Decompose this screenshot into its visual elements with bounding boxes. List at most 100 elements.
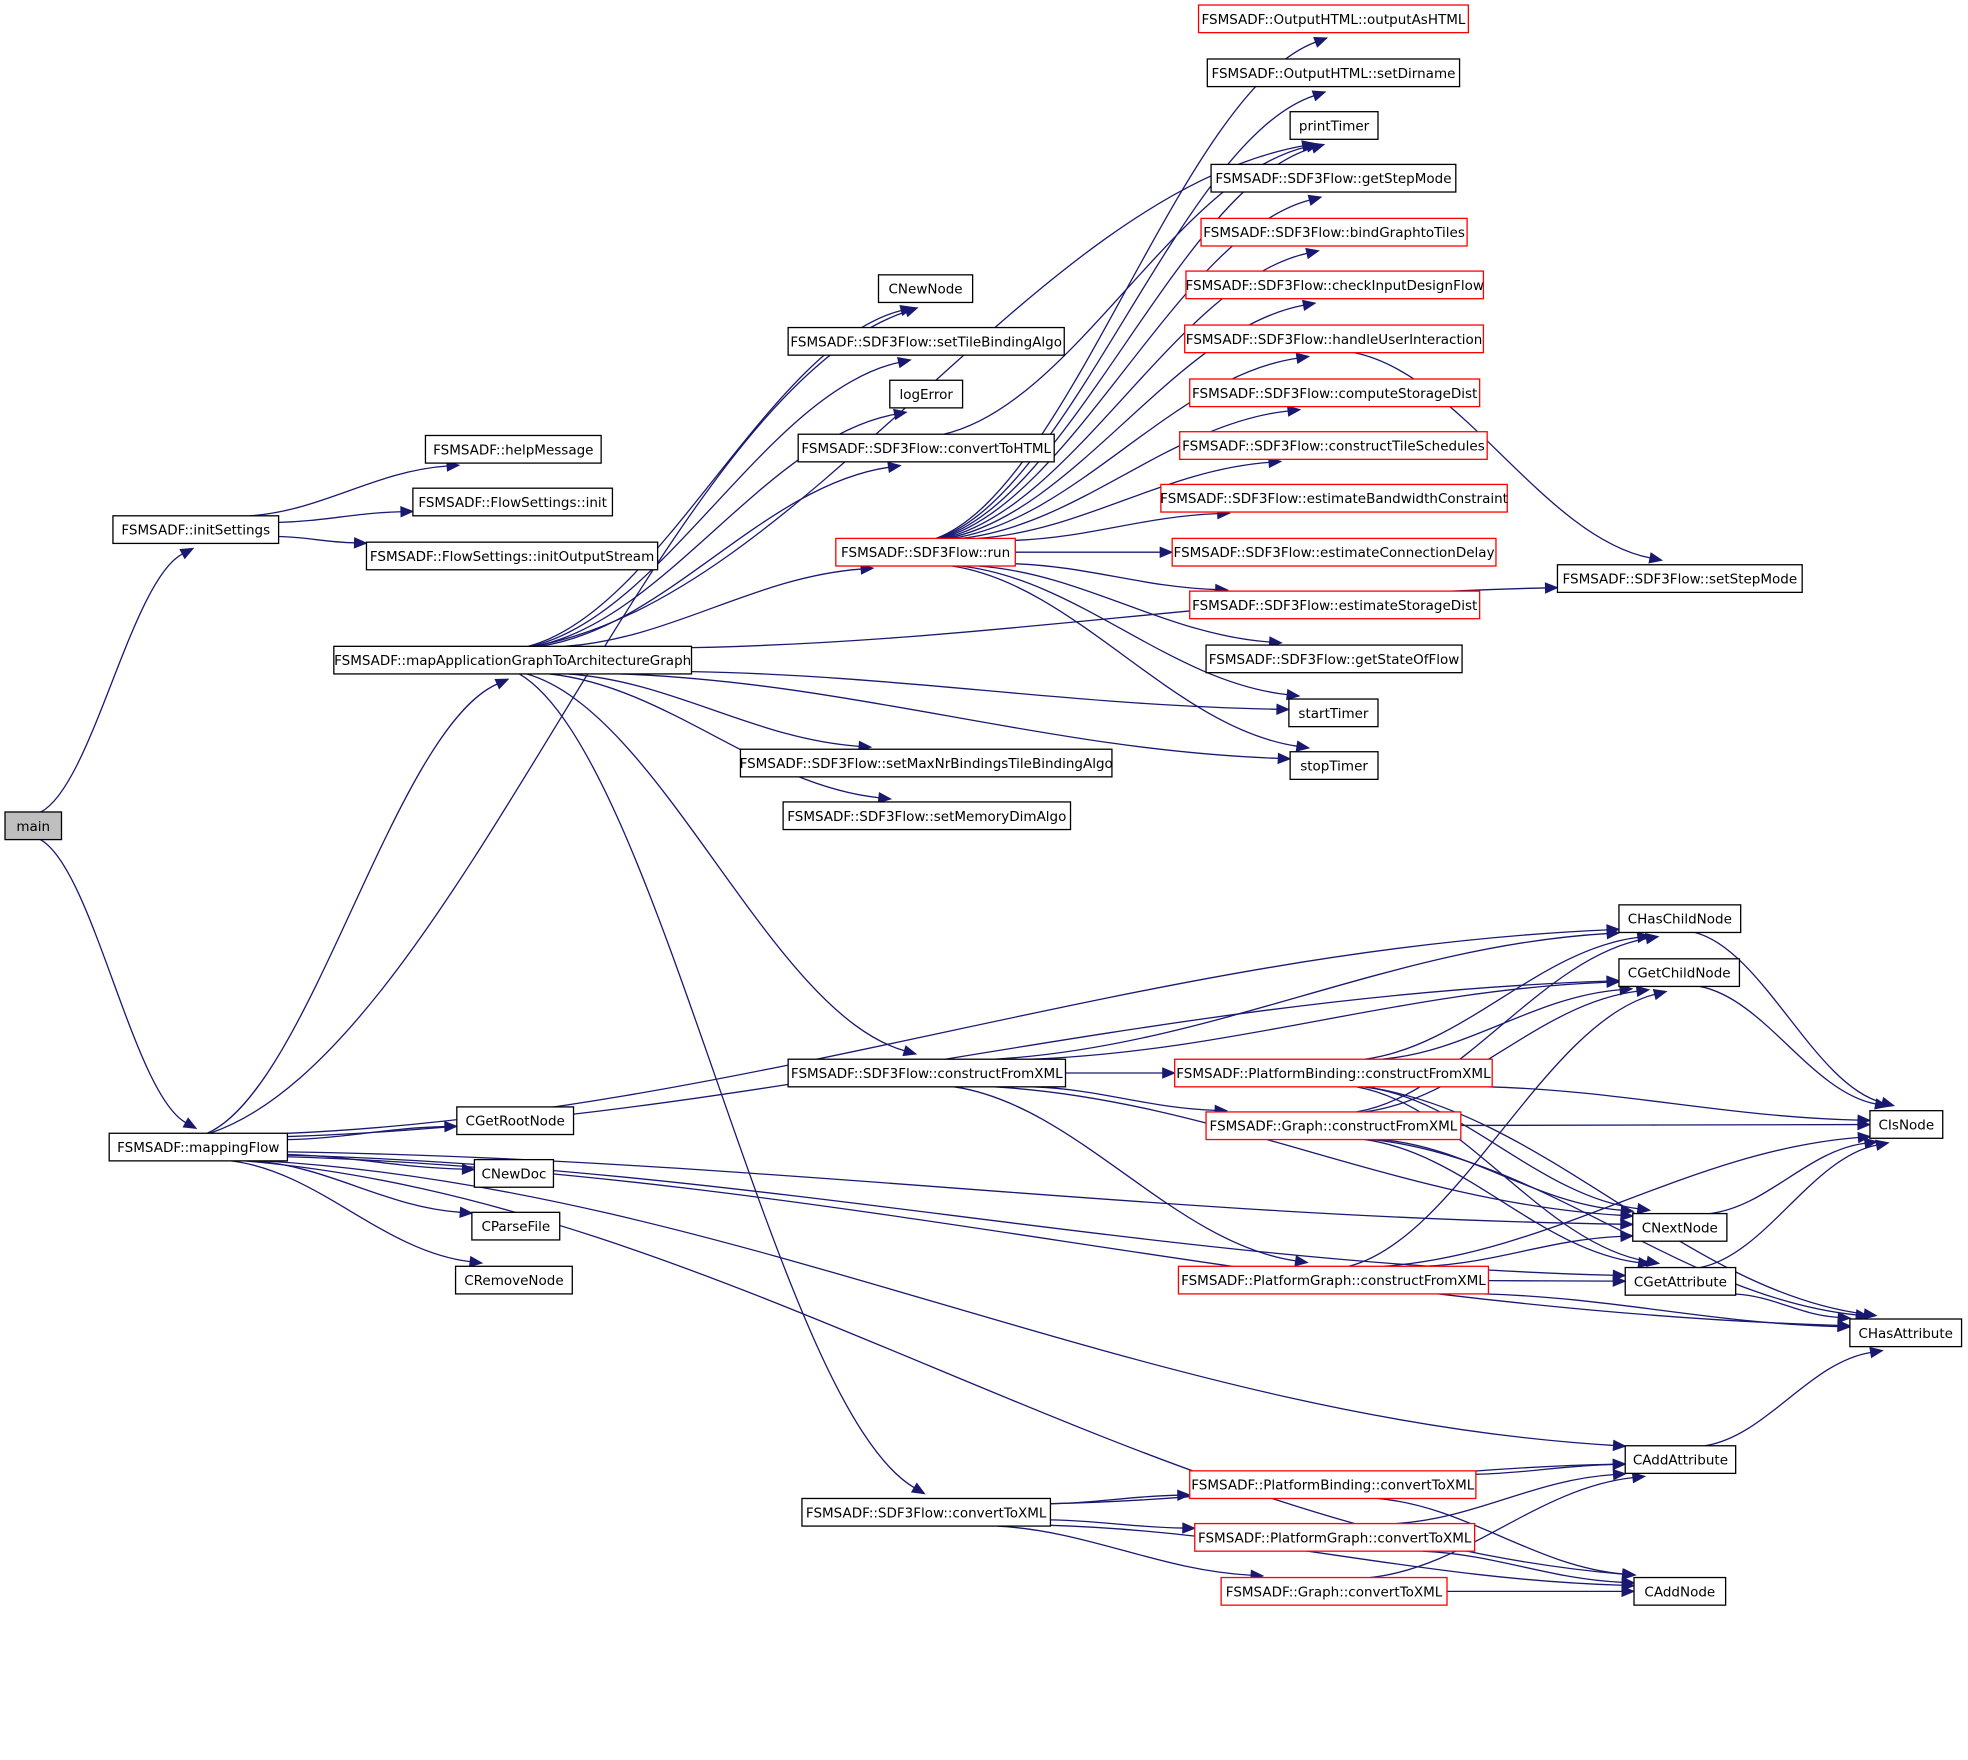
node-cadd-attribute[interactable]: CAddAttribute: [1624, 1445, 1737, 1475]
arrowhead-icon: [1622, 1568, 1637, 1580]
node-set-max-nr[interactable]: FSMSADF::SDF3Flow::setMaxNrBindingsTileB…: [740, 748, 1113, 778]
node-cget-attribute[interactable]: CGetAttribute: [1624, 1266, 1737, 1296]
node-set-dirname[interactable]: FSMSADF::OutputHTML::setDirname: [1206, 58, 1461, 88]
node-label: CGetAttribute: [1634, 1274, 1727, 1290]
edge-line: [1483, 1293, 1838, 1328]
node-fs-init-out[interactable]: FSMSADF::FlowSettings::initOutputStream: [365, 541, 659, 571]
arrowhead-icon: [887, 461, 902, 474]
arrowhead-icon: [1621, 1576, 1636, 1589]
edge-line: [519, 673, 915, 1489]
edge-graphConstructFromXML-to-CHasAttribute: [1371, 1138, 1870, 1321]
node-box: [1185, 270, 1485, 300]
node-cnew-node[interactable]: CNewNode: [877, 274, 974, 304]
node-box: [1624, 1445, 1737, 1475]
node-label: CGetChildNode: [1628, 966, 1731, 982]
node-fs-init[interactable]: FSMSADF::FlowSettings::init: [412, 487, 614, 517]
node-get-state-of-flow[interactable]: FSMSADF::SDF3Flow::getStateOfFlow: [1205, 644, 1463, 674]
node-compute-storage-dist[interactable]: FSMSADF::SDF3Flow::computeStorageDist: [1189, 378, 1481, 408]
node-get-step-mode[interactable]: FSMSADF::SDF3Flow::getStepMode: [1210, 163, 1457, 193]
node-box: [1288, 698, 1379, 728]
node-graph-convert-to-xml[interactable]: FSMSADF::Graph::convertToXML: [1220, 1576, 1448, 1606]
edge-line: [620, 673, 1279, 760]
arrowhead-icon: [1874, 1139, 1890, 1151]
node-estimate-storage-dist[interactable]: FSMSADF::SDF3Flow::estimateStorageDist: [1189, 590, 1481, 620]
node-sdf-construct-from-xml[interactable]: FSMSADF::SDF3Flow::constructFromXML: [787, 1058, 1067, 1088]
node-box: [801, 1497, 1052, 1527]
edge-line: [1700, 1144, 1877, 1269]
node-cremove-node[interactable]: CRemoveNode: [454, 1265, 573, 1295]
node-label: FSMSADF::SDF3Flow::checkInputDesignFlow: [1185, 278, 1483, 294]
node-pb-construct-from-xml[interactable]: FSMSADF::PlatformBinding::constructFromX…: [1174, 1058, 1493, 1088]
arrowhead-icon: [1869, 1346, 1884, 1359]
node-check-input-design-flow[interactable]: FSMSADF::SDF3Flow::checkInputDesignFlow: [1185, 270, 1485, 300]
node-run[interactable]: FSMSADF::SDF3Flow::run: [835, 537, 1016, 567]
node-cget-root-node[interactable]: CGetRootNode: [456, 1106, 575, 1136]
node-log-error[interactable]: logError: [889, 379, 964, 409]
arrowhead-icon: [1620, 1204, 1635, 1216]
node-pb-convert-to-xml[interactable]: FSMSADF::PlatformBinding::convertToXML: [1189, 1470, 1477, 1500]
node-box: [456, 1106, 575, 1136]
node-output-as-html[interactable]: FSMSADF::OutputHTML::outputAsHTML: [1197, 4, 1470, 34]
node-chas-attribute[interactable]: CHasAttribute: [1849, 1318, 1963, 1348]
node-main[interactable]: main: [4, 811, 63, 841]
edge-line: [1356, 937, 1647, 1113]
edge-sdfConstructFromXML-to-pbConstructFromXML: [1065, 1067, 1176, 1079]
node-label: FSMSADF::initSettings: [121, 523, 270, 539]
node-chas-child-node[interactable]: CHasChildNode: [1618, 904, 1742, 934]
node-help-message[interactable]: FSMSADF::helpMessage: [424, 434, 602, 464]
edge-mappingFlow-to-CRemoveNode: [230, 1160, 484, 1268]
node-label: FSMSADF::SDF3Flow::setMemoryDimAlgo: [787, 809, 1066, 825]
edge-line: [1050, 1524, 1623, 1586]
arrowhead-icon: [1159, 546, 1174, 558]
node-graph-construct-from-xml[interactable]: FSMSADF::Graph::constructFromXML: [1205, 1111, 1462, 1141]
edge-line: [1377, 1497, 1624, 1575]
node-label: FSMSADF::PlatformBinding::constructFromX…: [1176, 1066, 1491, 1082]
edge-line: [1371, 1138, 1857, 1316]
edge-line: [206, 683, 498, 1134]
arrowhead-icon: [1857, 1118, 1872, 1131]
arrowhead-icon: [1177, 1489, 1192, 1501]
node-cnext-node[interactable]: CNextNode: [1632, 1212, 1728, 1242]
node-stop-timer[interactable]: stopTimer: [1289, 751, 1379, 781]
node-start-timer[interactable]: startTimer: [1288, 698, 1379, 728]
node-set-memory-dim-algo[interactable]: FSMSADF::SDF3Flow::setMemoryDimAlgo: [782, 801, 1072, 831]
node-sdf-convert-to-xml[interactable]: FSMSADF::SDF3Flow::convertToXML: [801, 1497, 1052, 1527]
node-box: [333, 645, 693, 675]
node-box: [1194, 1522, 1476, 1552]
node-label: FSMSADF::SDF3Flow::computeStorageDist: [1192, 386, 1477, 402]
node-print-timer[interactable]: printTimer: [1289, 111, 1379, 140]
node-convert-to-html[interactable]: FSMSADF::SDF3Flow::convertToHTML: [797, 433, 1055, 463]
arrowhead-icon: [1612, 1468, 1627, 1481]
node-estimate-bandwidth-constraint[interactable]: FSMSADF::SDF3Flow::estimateBandwidthCons…: [1160, 483, 1508, 513]
node-set-tile-binding-algo[interactable]: FSMSADF::SDF3Flow::setTileBindingAlgo: [787, 326, 1065, 356]
node-cnew-doc[interactable]: CNewDoc: [473, 1158, 555, 1188]
node-box: [1160, 483, 1508, 513]
edge-sdfConstructFromXML-to-pgConstructFromXML: [953, 1086, 1309, 1267]
node-cadd-node[interactable]: CAddNode: [1633, 1576, 1727, 1606]
edge-line: [549, 673, 879, 799]
node-label: FSMSADF::SDF3Flow::estimateConnectionDel…: [1174, 545, 1495, 561]
node-pg-convert-to-xml[interactable]: FSMSADF::PlatformGraph::convertToXML: [1194, 1522, 1476, 1552]
node-construct-tile-schedules[interactable]: FSMSADF::SDF3Flow::constructTileSchedule…: [1179, 431, 1488, 460]
node-cis-node[interactable]: CIsNode: [1869, 1110, 1944, 1139]
arrowhead-icon: [910, 1482, 926, 1495]
node-cget-child-node[interactable]: CGetChildNode: [1618, 958, 1741, 988]
arrowhead-icon: [1276, 703, 1291, 715]
node-box: [1869, 1110, 1944, 1139]
node-mapping-flow[interactable]: FSMSADF::mappingFlow: [108, 1132, 289, 1162]
node-box: [1189, 378, 1481, 408]
node-handle-user-interaction[interactable]: FSMSADF::SDF3Flow::handleUserInteraction: [1184, 324, 1485, 354]
node-cparse-file[interactable]: CParseFile: [471, 1211, 561, 1241]
node-set-step-mode[interactable]: FSMSADF::SDF3Flow::setStepMode: [1556, 564, 1803, 594]
edge-line: [1487, 1086, 1859, 1121]
node-bind-graphto-tiles[interactable]: FSMSADF::SDF3Flow::bindGraphtoTiles: [1200, 217, 1468, 247]
arrowhead-icon: [1606, 976, 1621, 989]
node-box: [1220, 1576, 1448, 1606]
edge-CGetAttribute-to-CHasAttribute: [1735, 1293, 1852, 1324]
node-map-app[interactable]: FSMSADF::mapApplicationGraphToArchitectu…: [333, 645, 693, 675]
edge-line: [691, 670, 1277, 710]
node-init-settings[interactable]: FSMSADF::initSettings: [112, 515, 280, 545]
node-estimate-connection-delay[interactable]: FSMSADF::SDF3Flow::estimateConnectionDel…: [1171, 537, 1497, 567]
node-pg-construct-from-xml[interactable]: FSMSADF::PlatformGraph::constructFromXML: [1177, 1265, 1490, 1295]
edge-line: [278, 511, 401, 524]
